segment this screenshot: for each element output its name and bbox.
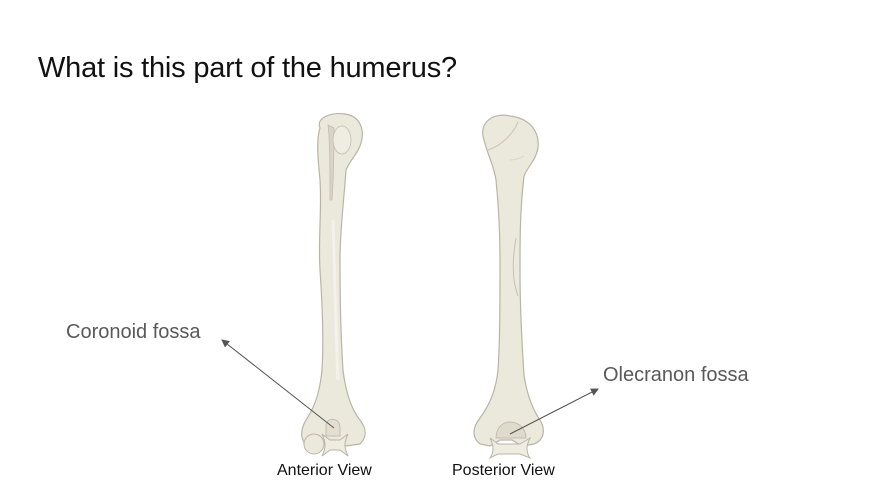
coronoid-arrow xyxy=(221,339,335,429)
anterior-humerus-illustration xyxy=(301,113,366,457)
posterior-view-caption: Posterior View xyxy=(452,462,555,479)
olecranon-fossa-label: Olecranon fossa xyxy=(603,364,749,386)
coronoid-fossa-label: Coronoid fossa xyxy=(66,321,201,343)
anterior-view-caption: Anterior View xyxy=(277,462,372,479)
slide-title: What is this part of the humerus? xyxy=(38,52,457,84)
posterior-humerus-illustration xyxy=(473,114,544,460)
olecranon-arrow xyxy=(509,388,599,435)
